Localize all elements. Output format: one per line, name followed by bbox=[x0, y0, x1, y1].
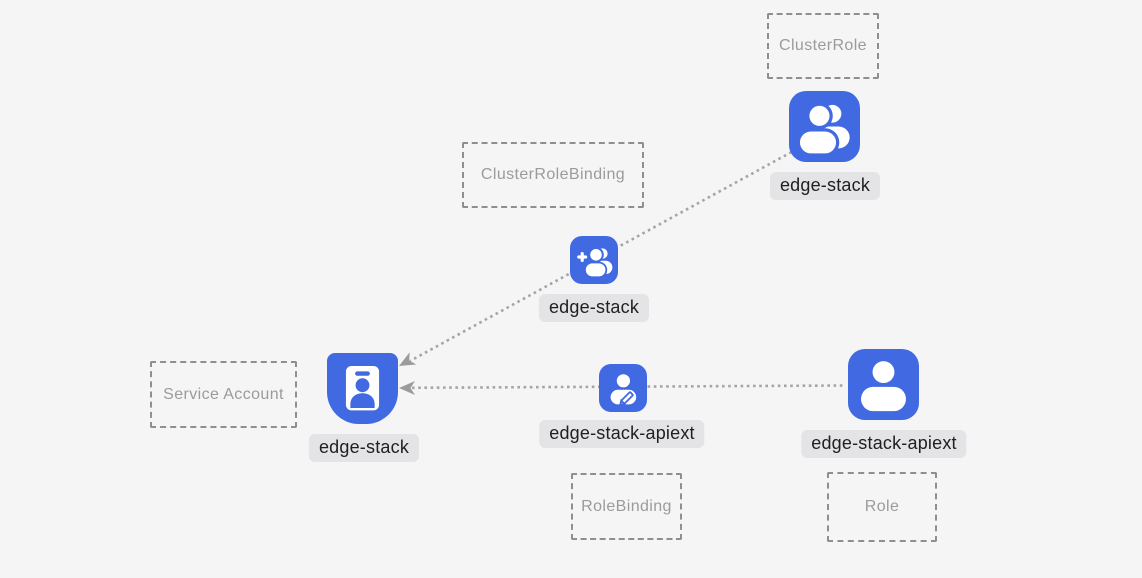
cluster-role-type-box: ClusterRole bbox=[767, 13, 879, 79]
role-type-box: Role bbox=[827, 472, 937, 542]
role-type-label: Role bbox=[864, 498, 900, 515]
role-node-label: edge-stack-apiext bbox=[801, 430, 967, 458]
service-account-type-label: Service Account bbox=[163, 385, 284, 403]
user-plus-icon bbox=[577, 247, 613, 279]
cluster-role-node-label: edge-stack bbox=[769, 172, 881, 200]
role-node bbox=[848, 349, 919, 420]
user-edit-icon bbox=[610, 374, 637, 407]
role-binding-type-box: RoleBinding bbox=[571, 473, 682, 540]
id-badge-icon bbox=[345, 366, 380, 411]
cluster-role-binding-type-label: ClusterRoleBinding bbox=[480, 166, 626, 183]
users-icon bbox=[796, 102, 850, 157]
role-binding-type-label: RoleBinding bbox=[581, 497, 672, 515]
arrowhead-diagonal bbox=[399, 352, 417, 366]
connector-role-to-serviceaccount bbox=[411, 384, 846, 390]
user-icon bbox=[861, 361, 906, 412]
cluster-role-binding-node bbox=[570, 236, 618, 284]
service-account-node-label: edge-stack bbox=[308, 434, 420, 462]
role-binding-node bbox=[599, 364, 647, 412]
cluster-role-binding-node-label: edge-stack bbox=[538, 294, 650, 322]
cluster-role-binding-type-box: ClusterRoleBinding bbox=[462, 142, 644, 208]
arrowhead-horizontal bbox=[399, 381, 415, 395]
service-account-node bbox=[327, 353, 398, 424]
connector-clusterrole-to-serviceaccount bbox=[409, 147, 798, 363]
cluster-role-node bbox=[789, 91, 860, 162]
role-binding-node-label: edge-stack-apiext bbox=[539, 420, 705, 448]
service-account-type-box: Service Account bbox=[150, 361, 297, 428]
cluster-role-type-label: ClusterRole bbox=[779, 37, 867, 54]
